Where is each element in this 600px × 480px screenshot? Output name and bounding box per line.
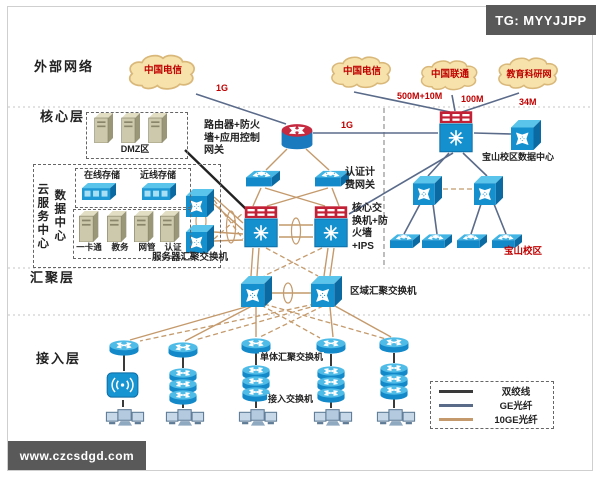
pc-group-1-icon [105, 409, 145, 427]
legend-row-ge-fiber: GE光纤 [439, 398, 545, 412]
ge-fiber-label: GE光纤 [499, 401, 533, 412]
campus-agg-switch-1-icon [413, 176, 442, 205]
cloud-center-zone-box [33, 164, 221, 268]
core-router-icon [282, 124, 313, 149]
server-label-auth: 认证 [164, 242, 182, 252]
campus-access-switch-1-icon [390, 234, 420, 248]
layer-separators [8, 106, 592, 316]
legend-box: 双绞线 GE光纤 10GE光纤 [430, 381, 554, 429]
wireless-ap-icon [106, 372, 139, 398]
bandwidth-100m-label: 100M [461, 94, 484, 104]
cloud-unicom-label: 中国联通 [430, 69, 469, 80]
core-switch-label: 核心交换机+防火墙+IPS [352, 203, 388, 252]
campus-access-switch-2-icon [422, 234, 452, 248]
pc-group-2-icon [165, 409, 205, 427]
regional-agg-switch-1-icon [241, 276, 272, 307]
bandwidth-1g-label: 1G [216, 83, 229, 93]
watermark-top-badge: TG: MYYJJPP [486, 5, 596, 35]
diagram-frame [7, 6, 593, 471]
core-switch-1-icon [243, 206, 279, 248]
ge-fiber-links [195, 91, 520, 235]
layer-label-access: 接入层 [36, 351, 82, 366]
cloud-cernet-label: 教育科研网 [506, 69, 552, 79]
single-agg-switch-5-icon [380, 337, 409, 352]
twisted-pair-label: 双绞线 [501, 387, 531, 398]
server-zone-box [73, 209, 191, 259]
server-label-academic: 教务 [111, 242, 129, 252]
server-label-netmgmt: 网管 [138, 242, 156, 252]
core-switch-2-icon [313, 206, 349, 248]
campus-datacenter-label: 宝山校区数据中心 [482, 152, 555, 162]
nearline-storage-label: 近线存储 [139, 170, 176, 180]
ten-ge-fiber-links [129, 148, 392, 342]
layer-label-external: 外部网络 [34, 59, 95, 74]
dmz-label: DMZ区 [120, 144, 150, 154]
billing-gateway-switch-1-icon [246, 171, 280, 187]
layer-label-core: 核心层 [40, 109, 86, 124]
core-uplink-1g-label: 1G [341, 120, 354, 130]
campus-datacenter-switch-icon [511, 120, 541, 150]
server-label-card: 一卡通 [76, 242, 102, 252]
cloud-center-title-right: 数据中心 [53, 189, 66, 243]
ge-fiber-swatch [439, 403, 473, 407]
campus-access-switch-3-icon [457, 234, 487, 248]
pc-group-4-icon [313, 409, 353, 427]
bandwidth-34m-label: 34M [519, 97, 537, 107]
legend-row-10ge-fiber: 10GE光纤 [439, 412, 545, 426]
dmz-core-link [184, 149, 248, 211]
single-agg-switch-1-icon [110, 340, 139, 355]
layer-label-aggregation: 汇聚层 [30, 270, 76, 285]
online-storage-label: 在线存储 [83, 170, 120, 180]
campus-agg-switch-2-icon [474, 176, 503, 205]
router-label: 路由器+防火墙+应用控制网关 [204, 120, 260, 156]
billing-gateway-label: 认证计费网关 [345, 167, 375, 191]
cloud-telecom-2-label: 中国电信 [342, 66, 381, 77]
cloud-telecom-1-label: 中国电信 [143, 65, 182, 76]
pc-group-3-icon [238, 409, 278, 427]
access-switch-label: 接入交换机 [267, 394, 315, 405]
twisted-pair-swatch [439, 389, 473, 393]
twisted-pair-links [122, 353, 395, 408]
ten-ge-fiber-links-dashed [139, 188, 473, 342]
campus-name-label: 宝山校区 [504, 246, 543, 257]
server-agg-switch-label: 服务器汇聚交换机 [152, 252, 229, 263]
storage-zone-box [75, 168, 191, 208]
pc-group-5-icon [376, 409, 416, 427]
dmz-zone-box [86, 112, 188, 159]
regional-agg-switch-2-icon [311, 276, 342, 307]
billing-gateway-switch-2-icon [315, 171, 349, 187]
legend-row-twisted-pair: 双绞线 [439, 384, 545, 398]
ten-ge-fiber-label: 10GE光纤 [494, 415, 538, 426]
single-agg-switch-2-icon [169, 342, 198, 357]
cloud-center-title-left: 云服务中心 [36, 183, 49, 251]
campus-core-switch-icon [438, 111, 474, 153]
ten-ge-fiber-swatch [439, 417, 473, 421]
watermark-bottom-badge: www.czcsdgd.com [8, 441, 146, 470]
bandwidth-500m-label: 500M+10M [397, 91, 443, 101]
single-agg-switch-label: 单体汇聚交换机 [259, 352, 325, 363]
regional-agg-switch-label: 区域汇聚交换机 [350, 286, 417, 297]
